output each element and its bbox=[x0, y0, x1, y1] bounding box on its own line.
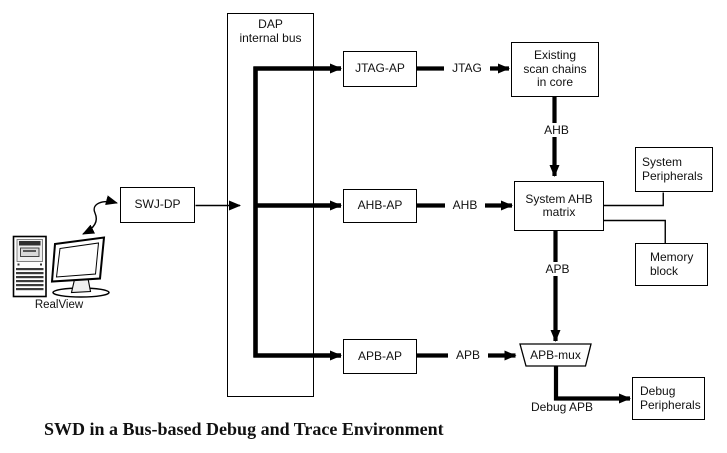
link-matrix-to-memory-block bbox=[604, 219, 666, 244]
link-matrix-to-system-peripherals bbox=[604, 192, 664, 207]
node-memory-block-line1: Memory bbox=[650, 250, 694, 264]
edge-label-debug-apb: Debug APB bbox=[530, 400, 594, 414]
edge-label-jtag: JTAG bbox=[444, 61, 490, 75]
edge-label-ahb-horizontal: AHB bbox=[445, 198, 485, 212]
node-dap-internal-bus-line2: internal bus bbox=[239, 30, 302, 45]
node-ahb-ap: AHB-AP bbox=[343, 189, 417, 223]
tower-icon bbox=[12, 235, 47, 298]
node-scan-chains-line2: scan chains bbox=[523, 61, 587, 76]
node-apb-mux-shape bbox=[519, 343, 592, 367]
node-scan-chains-line3: in core bbox=[536, 75, 574, 90]
node-apb-mux-label: APB-mux bbox=[530, 348, 581, 362]
node-debug-peripherals: Debug Peripherals bbox=[632, 377, 705, 420]
node-debug-peripherals-line1: Debug bbox=[640, 384, 676, 398]
node-memory-block: Memory block bbox=[635, 243, 708, 286]
node-system-peripherals: System Peripherals bbox=[635, 147, 713, 192]
node-dap-internal-bus-line1: DAP bbox=[258, 17, 283, 31]
node-system-peripherals-line1: System bbox=[642, 155, 683, 169]
edge-label-apb-vertical: APB bbox=[537, 262, 578, 276]
node-system-ahb-matrix-line2: matrix bbox=[542, 205, 576, 219]
node-apb-ap: APB-AP bbox=[343, 339, 417, 374]
node-system-peripherals-line2: Peripherals bbox=[642, 168, 703, 183]
node-swj-dp: SWJ-DP bbox=[120, 187, 195, 223]
node-memory-block-line2: block bbox=[650, 263, 679, 278]
node-ahb-ap-label: AHB-AP bbox=[357, 198, 403, 213]
caption: SWD in a Bus-based Debug and Trace Envir… bbox=[44, 419, 444, 439]
monitor-icon bbox=[50, 236, 110, 298]
node-jtag-ap: JTAG-AP bbox=[343, 51, 417, 87]
arrow-apb-mux-to-debug-peripherals bbox=[553, 366, 631, 404]
node-jtag-ap-label: JTAG-AP bbox=[355, 61, 405, 76]
arrow-host-to-swj-dp bbox=[82, 195, 118, 235]
node-apb-ap-label: APB-AP bbox=[357, 348, 402, 363]
edge-label-apb-horizontal: APB bbox=[448, 348, 488, 362]
edge-label-ahb-vertical: AHB bbox=[536, 123, 577, 137]
host-label: RealView bbox=[34, 299, 84, 311]
workstation-icon bbox=[12, 235, 110, 298]
node-debug-peripherals-line2: Peripherals bbox=[640, 397, 701, 412]
node-scan-chains-line1: Existing bbox=[533, 48, 577, 63]
node-scan-chains: Existing scan chains in core bbox=[511, 42, 599, 97]
node-system-ahb-matrix: System AHB matrix bbox=[514, 181, 604, 231]
node-swj-dp-label: SWJ-DP bbox=[134, 197, 181, 212]
node-system-ahb-matrix-line1: System AHB bbox=[525, 191, 593, 206]
